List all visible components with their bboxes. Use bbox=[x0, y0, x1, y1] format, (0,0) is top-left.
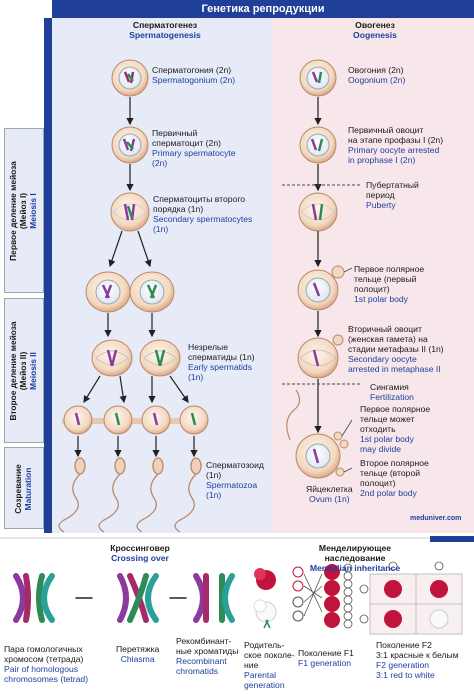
crossing-over-title: Кроссинговер Crossing over bbox=[110, 543, 170, 563]
ovum-label: Яйцеклетка Ovum (1n) bbox=[306, 484, 353, 504]
crossing-over-drawing bbox=[13, 573, 235, 623]
tetrad-label: Пара гомологичных хромосом (тетрада) Pai… bbox=[4, 644, 89, 684]
early-spermatids-label: Незрелые сперматиды (1n) Early spermatid… bbox=[188, 342, 255, 382]
title-text: Генетика репродукции bbox=[201, 3, 325, 15]
early-spermatid-cells bbox=[62, 405, 209, 435]
dividing-spermatocyte-cells bbox=[85, 271, 175, 313]
first-polar-body-label: Первое полярное тельце (первый полоцит) … bbox=[354, 264, 425, 304]
title-bar bbox=[52, 0, 474, 18]
meiosis2-box bbox=[4, 298, 44, 443]
secondary-spermatocyte-label: Сперматоциты второго порядка (1n) Second… bbox=[153, 194, 253, 234]
secondary-oocyte-label: Вторичный овоцит (женская гамета) на ста… bbox=[348, 324, 444, 374]
parental-label: Родитель- ское поколе- ние Parental gene… bbox=[244, 640, 295, 690]
f2-label: Поколение F2 3:1 красные к белым F2 gene… bbox=[376, 640, 459, 680]
polar-body-divide-label: Первое полярное тельце может отходить 1s… bbox=[360, 404, 431, 454]
oogenesis-header: Овогенез Oogenesis bbox=[353, 20, 397, 40]
primary-spermatocyte-label: Первичный сперматоцит (2n) Primary sperm… bbox=[152, 128, 236, 168]
puberty-label: Пубертатный период Puberty bbox=[366, 180, 419, 210]
oogonium-label: Овогония (2n) Oogonium (2n) bbox=[348, 65, 406, 85]
watermark: meduniver.com bbox=[410, 515, 462, 522]
maturation-box bbox=[4, 447, 44, 529]
fertilization-label: Сингамия Fertilization bbox=[370, 382, 414, 402]
second-polar-body-label: Второе полярное тельце (второй полоцит) … bbox=[360, 458, 429, 498]
spermatid-division-cells bbox=[91, 339, 181, 377]
oogonium-cell bbox=[299, 59, 337, 97]
spermatogenesis-header: Сперматогенез Spermatogenesis bbox=[129, 20, 201, 40]
spermatogonium-cell bbox=[111, 59, 149, 97]
dividing-primary-oocyte-cell bbox=[298, 192, 338, 232]
side-spine bbox=[44, 18, 52, 533]
primary-spermatocyte-cell bbox=[111, 126, 149, 164]
mendel-title: Менделирующее наследование Mendelian inh… bbox=[309, 543, 401, 573]
chiasma-label: Перетяжка Chiasma bbox=[116, 644, 160, 664]
meiosis1-box bbox=[4, 128, 44, 293]
secondary-spermatocyte-cell bbox=[110, 192, 150, 232]
oocyte-with-polar-body bbox=[297, 265, 345, 311]
spermatogonium-label: Сперматогония (2n) Spermatogonium (2n) bbox=[152, 65, 236, 85]
ovum-cell bbox=[295, 431, 349, 479]
primary-oocyte-cell bbox=[299, 126, 337, 164]
spermatozoa bbox=[58, 457, 202, 533]
f1-label: Поколение F1 F1 generation bbox=[298, 648, 354, 668]
spermatozoa-label: Сперматозоид (1n) Spermatozoa (1n) bbox=[206, 460, 264, 500]
recombinant-label: Рекомбинант- ные хроматиды Recombinant c… bbox=[176, 636, 239, 676]
primary-oocyte-label: Первичный овоцит на этапе профазы I (2n)… bbox=[348, 125, 444, 165]
secondary-oocyte-cell bbox=[297, 334, 344, 379]
mendel-drawing bbox=[253, 536, 474, 635]
